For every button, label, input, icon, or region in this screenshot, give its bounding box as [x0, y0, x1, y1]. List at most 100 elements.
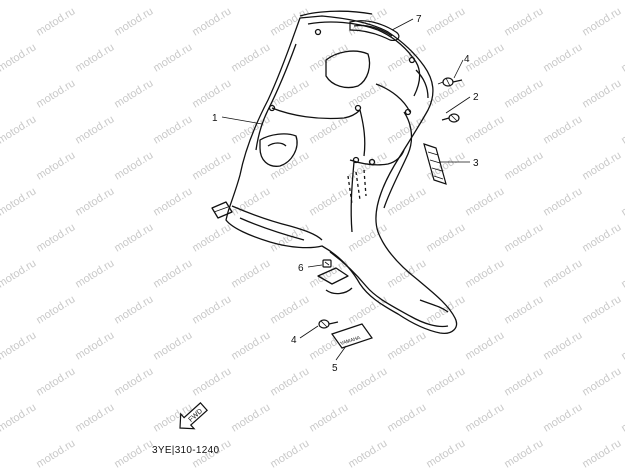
watermark-text: motod.ru: [619, 0, 625, 3]
watermark-text: motod.ru: [346, 221, 389, 254]
watermark-text: motod.ru: [463, 113, 506, 146]
watermark-text: motod.ru: [112, 77, 155, 110]
watermark-text: motod.ru: [34, 221, 77, 254]
watermark-text: motod.ru: [73, 41, 116, 74]
watermark-text: motod.ru: [0, 185, 38, 218]
watermark-text: motod.ru: [307, 0, 350, 3]
callout-6: 6: [298, 263, 304, 274]
watermark-text: motod.ru: [229, 401, 272, 434]
watermark-text: motod.ru: [151, 257, 194, 290]
watermark-text: motod.ru: [619, 329, 625, 362]
diagram-code: 3YE|310-1240: [152, 445, 220, 456]
watermark-text: motod.ru: [463, 185, 506, 218]
watermark-text: motod.ru: [502, 437, 545, 468]
watermark-text: motod.ru: [229, 41, 272, 74]
watermark-text: motod.ru: [34, 77, 77, 110]
watermark-text: motod.ru: [541, 401, 584, 434]
watermark-text: motod.ru: [268, 77, 311, 110]
watermark-text: motod.ru: [580, 221, 623, 254]
watermark-text: motod.ru: [346, 293, 389, 326]
watermark-text: motod.ru: [307, 185, 350, 218]
callout-labels: 1 2 3 4 4 5 6 7: [212, 14, 479, 374]
watermark-text: motod.ru: [151, 41, 194, 74]
watermark-text: motod.ru: [502, 5, 545, 38]
watermark-text: motod.ru: [619, 257, 625, 290]
watermark-text: motod.ru: [502, 77, 545, 110]
watermark-text: motod.ru: [619, 41, 625, 74]
watermark-text: motod.ru: [112, 293, 155, 326]
watermark-text: motod.ru: [190, 149, 233, 182]
watermark-text: motod.ru: [190, 221, 233, 254]
watermark-text: motod.ru: [541, 185, 584, 218]
watermark-text: motod.ru: [229, 0, 272, 3]
watermark-text: motod.ru: [0, 0, 38, 3]
callout-2: 2: [473, 92, 479, 103]
watermark-text: motod.ru: [580, 293, 623, 326]
watermark-text: motod.ru: [463, 401, 506, 434]
watermark-text: motod.ru: [73, 401, 116, 434]
watermark-text: motod.ru: [385, 329, 428, 362]
watermark-text: motod.ru: [307, 401, 350, 434]
watermark-text: motod.ru: [73, 257, 116, 290]
watermark-text: motod.ru: [34, 437, 77, 468]
watermark-text: motod.ru: [229, 113, 272, 146]
watermark-text: motod.ru: [73, 0, 116, 3]
watermark-text: motod.ru: [151, 329, 194, 362]
watermark-text: motod.ru: [0, 329, 38, 362]
watermark-text: motod.ru: [424, 77, 467, 110]
bracket-part: [423, 143, 447, 185]
callout-4-lower: 4: [291, 335, 297, 346]
watermark-text: motod.ru: [73, 185, 116, 218]
watermark-text: motod.ru: [463, 257, 506, 290]
watermark-text: motod.ru: [112, 221, 155, 254]
watermark-text: motod.ru: [268, 437, 311, 468]
watermark-text: motod.ru: [580, 365, 623, 398]
watermark-text: motod.ru: [502, 293, 545, 326]
watermark-text: motod.ru: [619, 185, 625, 218]
watermark-text: motod.ru: [424, 365, 467, 398]
callout-1: 1: [212, 113, 218, 124]
watermark-text: motod.ru: [424, 5, 467, 38]
watermark-text: motod.ru: [190, 293, 233, 326]
clip-part: [322, 259, 332, 268]
watermark-text: motod.ru: [346, 77, 389, 110]
watermark-text: motod.ru: [385, 401, 428, 434]
watermark-text: motod.ru: [190, 365, 233, 398]
watermark-text: motod.ru: [463, 41, 506, 74]
watermark-text: motod.ru: [112, 5, 155, 38]
watermark-text: motod.ru: [0, 41, 38, 74]
watermark-text: motod.ru: [73, 113, 116, 146]
watermark-text: motod.ru: [151, 0, 194, 3]
watermark-text: motod.ru: [190, 5, 233, 38]
watermark-text: motod.ru: [112, 437, 155, 468]
watermark-text: motod.ru: [541, 41, 584, 74]
watermark-text: motod.ru: [0, 113, 38, 146]
leader-lines: [221, 18, 471, 361]
watermark-text: motod.ru: [268, 5, 311, 38]
watermark-text: motod.ru: [502, 365, 545, 398]
callout-5: 5: [332, 363, 338, 374]
watermark-text: motod.ru: [541, 0, 584, 3]
callout-4-upper: 4: [464, 54, 470, 65]
watermark-text: motod.ru: [34, 293, 77, 326]
watermark-text: motod.ru: [619, 113, 625, 146]
watermark-text: motod.ru: [73, 329, 116, 362]
watermark-text: motod.ru: [385, 257, 428, 290]
screw-part-2: [441, 113, 460, 123]
watermark-text: motod.ru: [34, 149, 77, 182]
watermark-text: motod.ru: [112, 149, 155, 182]
watermark-text: motod.ru: [580, 5, 623, 38]
watermark-text: motod.ru: [502, 149, 545, 182]
callout-7: 7: [416, 14, 422, 25]
watermark-text: motod.ru: [580, 77, 623, 110]
rim-strip-part: [349, 20, 400, 41]
watermark-text: motod.ru: [541, 257, 584, 290]
watermark-text: motod.ru: [229, 257, 272, 290]
watermark-text: motod.ru: [0, 401, 38, 434]
watermark-text: motod.ru: [0, 257, 38, 290]
watermark-text: motod.ru: [268, 365, 311, 398]
watermark-text: motod.ru: [385, 0, 428, 3]
watermark-text: motod.ru: [541, 329, 584, 362]
watermark-text: motod.ru: [619, 401, 625, 434]
